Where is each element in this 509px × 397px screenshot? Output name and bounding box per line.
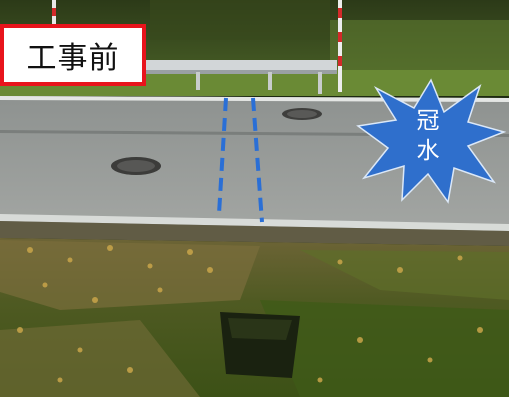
burst-shape [356,78,506,204]
burst-line-2: 水 [416,138,440,164]
burst-text: 冠 水 [403,106,453,166]
forest-highlight [150,0,330,40]
delineator-pole [338,0,342,92]
delineator-pole-red [338,32,342,42]
near-edge-line [0,214,509,231]
dashed-marker-right [251,97,264,223]
gutter [0,221,509,246]
leaf-patch [0,240,260,310]
delineator-pole-red [338,8,342,18]
guardrail-post [196,72,200,90]
delineator-pole-red [52,8,56,16]
guardrail-shade [145,70,337,74]
manhole-cover-inner [287,110,317,118]
guardrail [145,60,337,72]
manhole-cover-inner [117,160,155,172]
before-construction-label: 工事前 [0,24,146,86]
grass-patch [260,300,509,397]
delineator-pole-red [338,56,342,66]
burst-line-1: 冠 [416,108,440,134]
guardrail-post [318,72,322,94]
fallen-leaves [17,245,483,383]
flooding-burst-callout: 冠 水 [356,78,506,204]
guardrail-post [268,72,272,90]
leaf-patch [300,250,509,300]
label-text: 工事前 [26,41,120,76]
drain-hole-edge [228,318,292,340]
leaf-patch [0,320,200,397]
